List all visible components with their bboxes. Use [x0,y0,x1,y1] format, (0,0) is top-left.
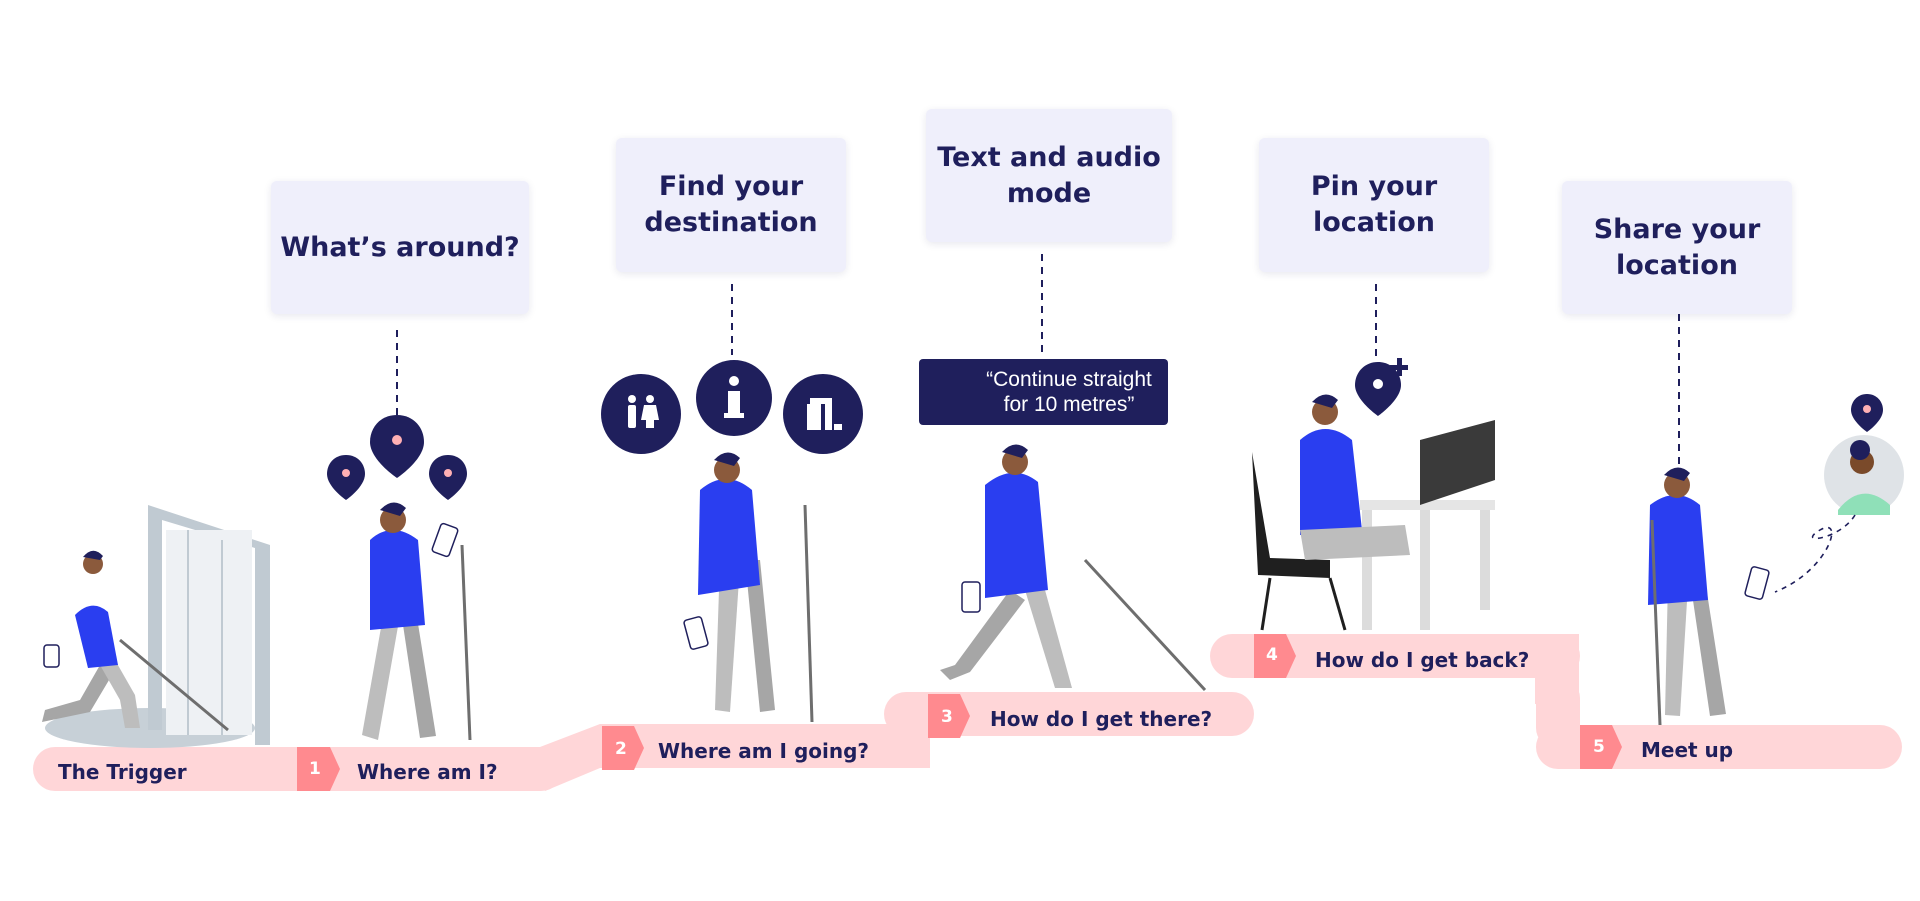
person-step1 [362,502,472,741]
hand-path-icon [1774,514,1856,593]
step-2-label: Where am I going? [658,739,870,763]
step-trigger-label: The Trigger [58,760,187,784]
card-find-destination: Find your destination [616,138,846,272]
step-3-badge [928,694,970,738]
step-2-number: 2 [615,739,627,759]
step-5-label: Meet up [1641,738,1734,762]
step-5-number: 5 [1593,737,1605,757]
step-2-badge [602,726,644,770]
audio-prompt-text: “Continue straight for 10 metres” [986,368,1152,416]
add-pin-icon [1355,358,1408,416]
door-frame [45,505,270,748]
journey-path [33,634,1902,791]
card-pin-location: Pin your location [1259,138,1489,272]
person-step3 [940,444,1207,692]
step-1-badge [297,747,340,791]
audio-prompt-box: “Continue straight for 10 metres” [919,359,1168,425]
exit-door-icon [783,374,863,454]
step-1-label: Where am I? [357,760,498,784]
card-share-location: Share your location [1562,181,1792,314]
step-4-label: How do I get back? [1315,648,1530,672]
card-text-audio-mode: Text and audio mode [926,109,1172,242]
desk-scene [1252,394,1495,631]
step-1-number: 1 [309,759,321,779]
card-whats-around: What’s around? [271,181,529,314]
map-pin-icon [327,415,467,500]
friend-avatar [1824,394,1904,515]
toilets-icon [601,374,681,454]
step-badges [297,634,1622,791]
person-step5 [1648,467,1770,726]
person-trigger [42,550,229,732]
step-5-badge [1580,725,1622,769]
step-3-number: 3 [941,707,953,727]
step-4-number: 4 [1266,645,1278,665]
step-3-label: How do I get there? [990,707,1213,731]
step-4-badge [1254,634,1296,678]
info-icon [696,360,772,436]
connectors [396,254,1680,465]
person-step2 [683,452,814,723]
